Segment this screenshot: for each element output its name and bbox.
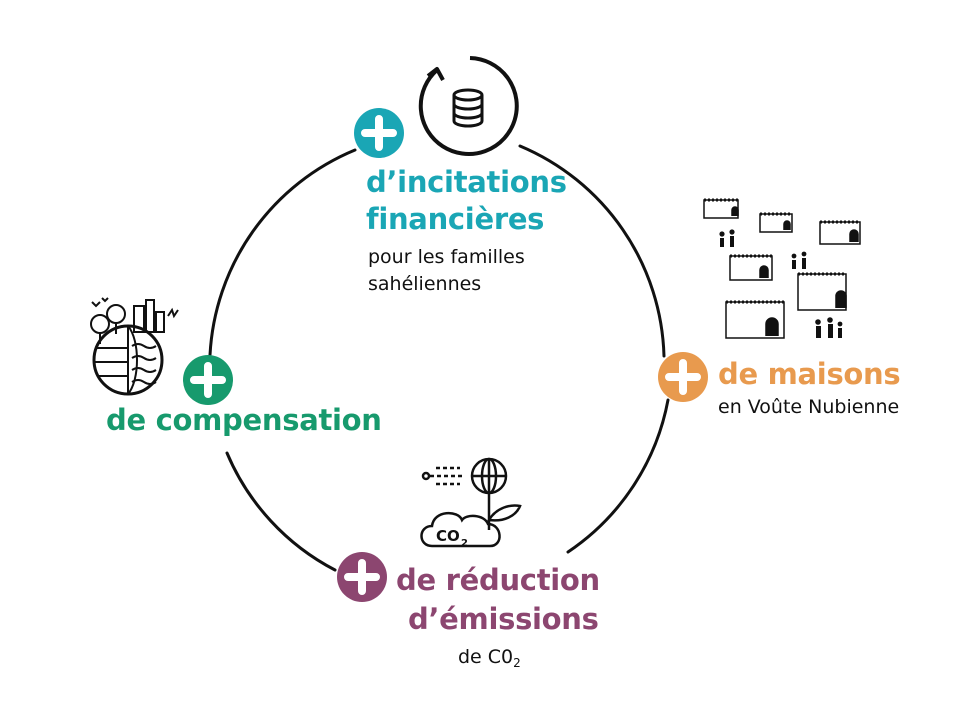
reduction-title-line2: d’émissions [408, 602, 599, 636]
financial-title-line2: financières [366, 202, 545, 236]
houses-title: de maisons [718, 357, 901, 391]
houses-subtitle: en Voûte Nubienne [718, 396, 900, 418]
plus-badge-houses [658, 352, 708, 402]
reduction-subtitle: de C02 [458, 644, 521, 677]
earth-nature-city-icon [90, 297, 179, 396]
cycle-ring [208, 144, 670, 572]
svg-text:2: 2 [461, 538, 468, 549]
svg-text:CO: CO [436, 527, 460, 545]
reduction-title-line1: de réduction [396, 563, 600, 597]
compensation-title: de compensation [106, 403, 382, 437]
reduction-sub-main: de C0 [458, 646, 514, 668]
plus-badge-compensation [183, 355, 233, 405]
financial-title: d’incitations financières [366, 164, 567, 238]
financial-title-line1: d’incitations [366, 165, 567, 199]
reduction-sub-index: 2 [513, 656, 521, 670]
financial-subtitle: pour les familles sahéliennes [368, 244, 525, 298]
financial-sub-line2: sahéliennes [368, 273, 482, 295]
plus-badge-reduction [337, 552, 387, 602]
plus-badge-financial [354, 108, 404, 158]
co2-globe-plant-icon: CO 2 [420, 457, 522, 549]
financial-sub-line1: pour les familles [368, 246, 525, 268]
nubian-houses-icon [703, 198, 861, 339]
coins-cycle-icon [418, 56, 519, 156]
